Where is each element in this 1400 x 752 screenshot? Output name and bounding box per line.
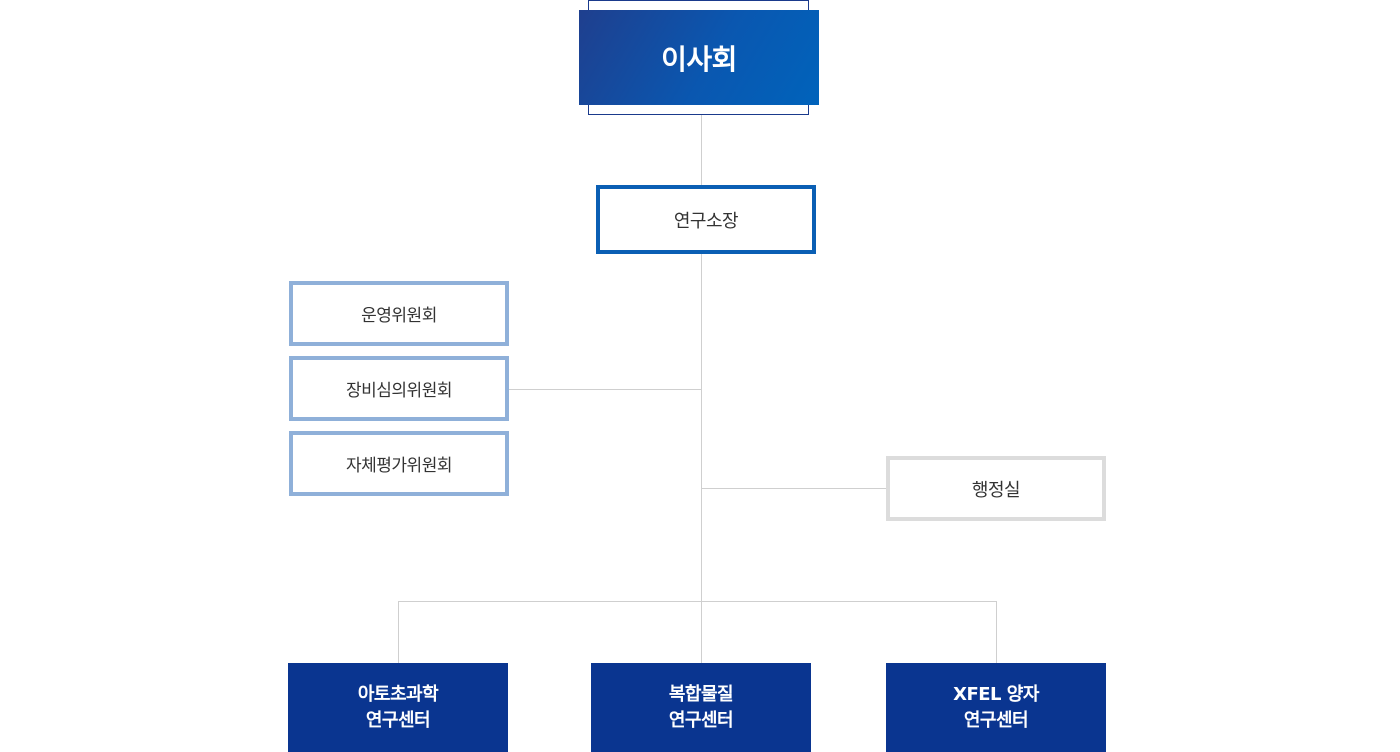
center-label-line1: 아토초과학 — [357, 683, 439, 705]
connector-committees — [509, 389, 701, 390]
center-node-attosecond: 아토초과학 연구센터 — [288, 663, 508, 752]
connector-board-director — [701, 115, 702, 185]
board-label: 이사회 — [661, 42, 737, 76]
center-label-line1: XFEL 양자 — [953, 683, 1039, 705]
center-label-line2: 연구센터 — [668, 709, 734, 731]
connector-admin — [702, 488, 886, 489]
connector-main-trunk — [701, 254, 702, 663]
connector-center-left — [398, 601, 399, 663]
connector-center-right — [996, 601, 997, 663]
committee-label: 장비심의위원회 — [346, 381, 452, 401]
director-label: 연구소장 — [673, 210, 739, 232]
committee-label: 운영위원회 — [361, 306, 437, 326]
director-node: 연구소장 — [596, 185, 816, 254]
committee-label: 자체평가위원회 — [346, 456, 452, 476]
center-node-complex-materials: 복합물질 연구센터 — [591, 663, 811, 752]
admin-office-node: 행정실 — [886, 456, 1106, 521]
center-label-line2: 연구센터 — [963, 709, 1029, 731]
connector-centers-horizontal — [398, 601, 997, 602]
committee-node-evaluation: 자체평가위원회 — [289, 431, 509, 496]
center-label-line2: 연구센터 — [365, 709, 431, 731]
center-label-line1: 복합물질 — [668, 683, 734, 705]
committee-node-operations: 운영위원회 — [289, 281, 509, 346]
committee-node-equipment: 장비심의위원회 — [289, 356, 509, 421]
board-node: 이사회 — [579, 10, 819, 105]
center-node-xfel-quantum: XFEL 양자 연구센터 — [886, 663, 1106, 752]
admin-office-label: 행정실 — [971, 479, 1021, 501]
